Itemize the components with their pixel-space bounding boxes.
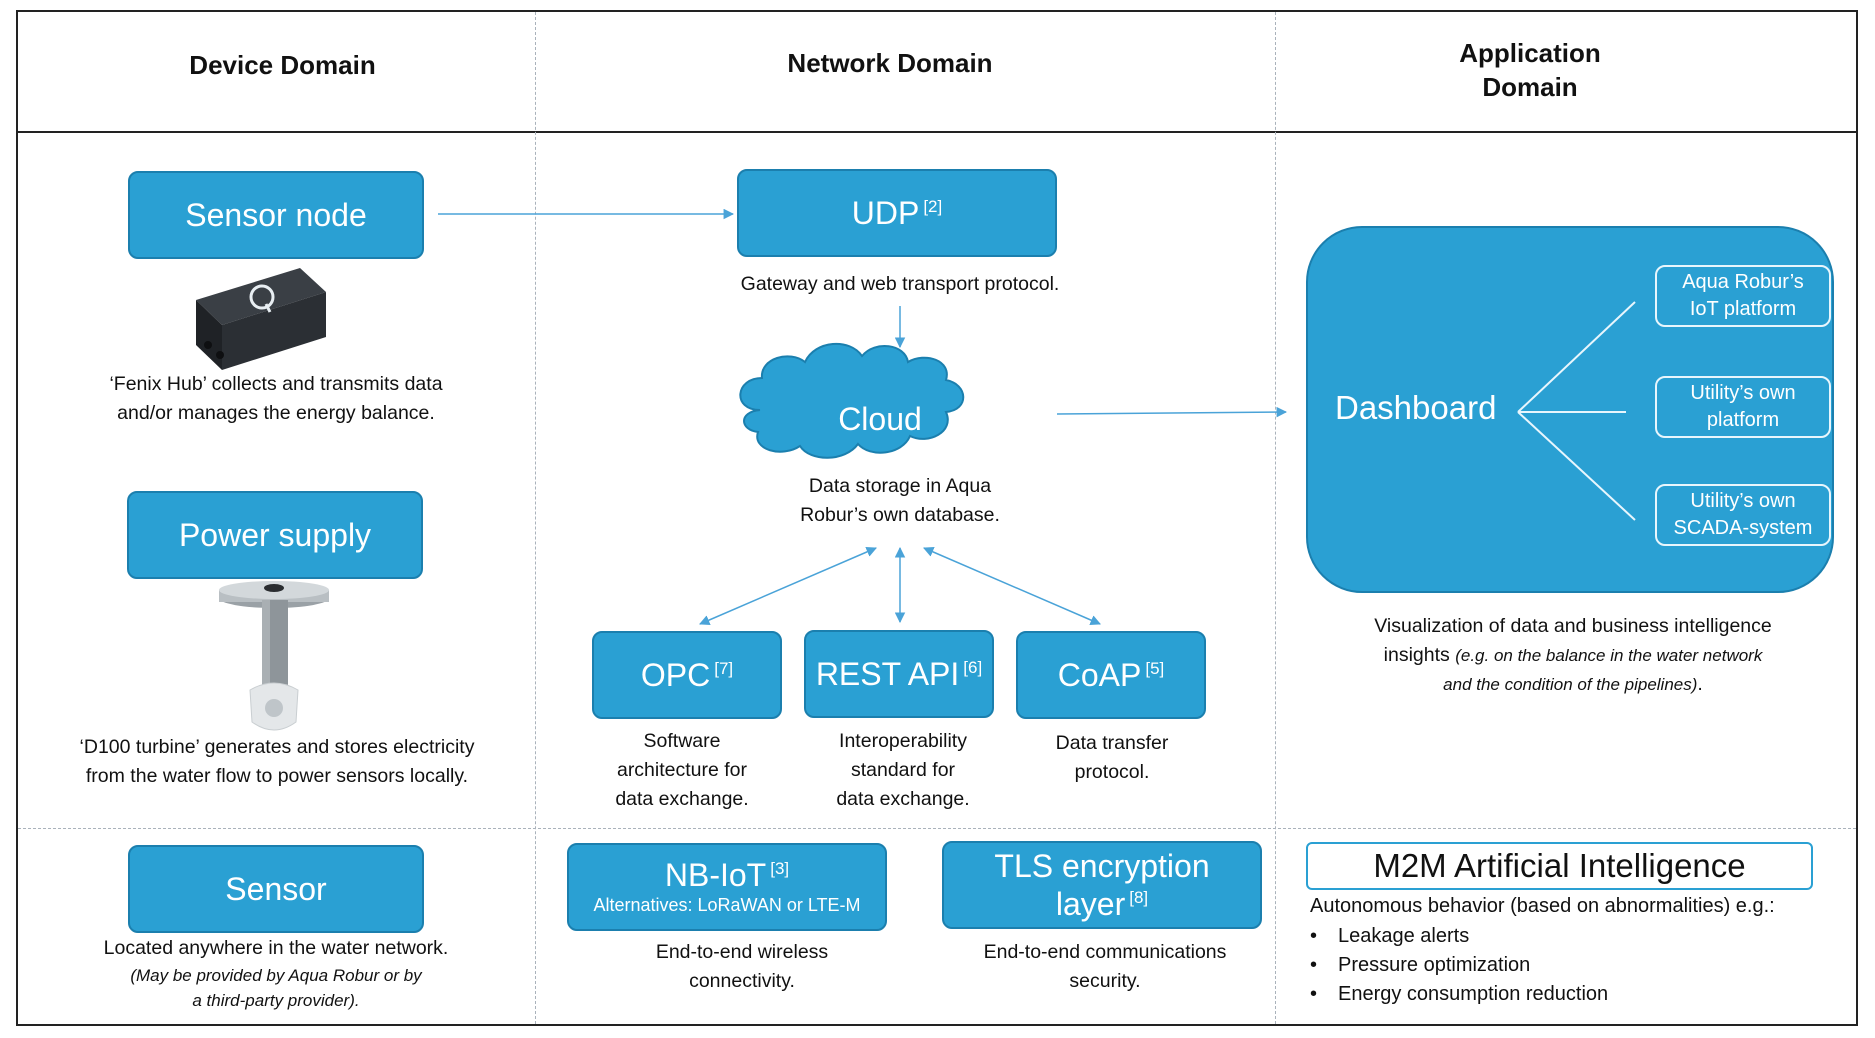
opc-box: OPC[7] bbox=[592, 631, 782, 719]
fenix-hub-device-image bbox=[196, 268, 326, 370]
coap-box: CoAP[5] bbox=[1016, 631, 1206, 719]
tls-caption: End-to-end communications security. bbox=[983, 941, 1227, 992]
turbine-caption: ‘D100 turbine’ generates and stores elec… bbox=[79, 736, 475, 787]
udp-box: UDP[2] bbox=[737, 169, 1057, 257]
bullet-item: Energy consumption reduction bbox=[1310, 980, 1608, 1009]
bullet-item: Pressure optimization bbox=[1310, 951, 1608, 980]
m2m-ai-title-box: M2M Artificial Intelligence bbox=[1306, 842, 1813, 890]
visualization-caption: Visualization of data and business intel… bbox=[1374, 615, 1772, 695]
m2m-bullet-list: Leakage alerts Pressure optimization Ene… bbox=[1310, 922, 1608, 1009]
nb-iot-caption: End-to-end wireless connectivity. bbox=[655, 941, 829, 992]
row-divider bbox=[18, 828, 1856, 829]
diagram-frame bbox=[16, 10, 1858, 1026]
dashboard-box bbox=[1306, 226, 1834, 593]
cloud-shape bbox=[739, 342, 965, 459]
udp-caption: Gateway and web transport protocol. bbox=[740, 273, 1060, 295]
tls-box: TLS encryption layer[8] bbox=[942, 841, 1262, 929]
sensor-box: Sensor bbox=[128, 845, 424, 933]
m2m-description: Autonomous behavior (based on abnormalit… bbox=[1310, 895, 1775, 917]
d100-turbine-image bbox=[219, 581, 329, 731]
bullet-item: Leakage alerts bbox=[1310, 922, 1608, 951]
dashboard-label: Dashboard bbox=[1335, 389, 1497, 426]
sensor-node-box: Sensor node bbox=[128, 171, 424, 259]
column-divider-1 bbox=[535, 12, 536, 1024]
nb-iot-box: NB-IoT[3] Alternatives: LoRaWAN or LTE-M bbox=[567, 843, 887, 931]
header-network-domain: Network Domain bbox=[787, 48, 993, 78]
header-application-domain: Application Domain bbox=[1459, 38, 1601, 102]
power-supply-box: Power supply bbox=[127, 491, 423, 579]
opc-caption: Software architecture for data exchange. bbox=[615, 730, 749, 810]
cloud-caption: Data storage in Aqua Robur’s own databas… bbox=[800, 475, 1000, 526]
cloud-label: Cloud bbox=[838, 401, 922, 437]
header-device-domain: Device Domain bbox=[189, 50, 376, 80]
rest-api-caption: Interoperability standard for data excha… bbox=[836, 730, 970, 810]
rest-api-box: REST API[6] bbox=[804, 630, 994, 718]
coap-caption: Data transfer protocol. bbox=[1055, 732, 1169, 783]
column-divider-2 bbox=[1275, 12, 1276, 1024]
sensor-caption: Located anywhere in the water network. (… bbox=[103, 937, 449, 1010]
header-divider bbox=[16, 131, 1858, 133]
fenix-hub-caption: ‘Fenix Hub’ collects and transmits data … bbox=[109, 373, 443, 424]
